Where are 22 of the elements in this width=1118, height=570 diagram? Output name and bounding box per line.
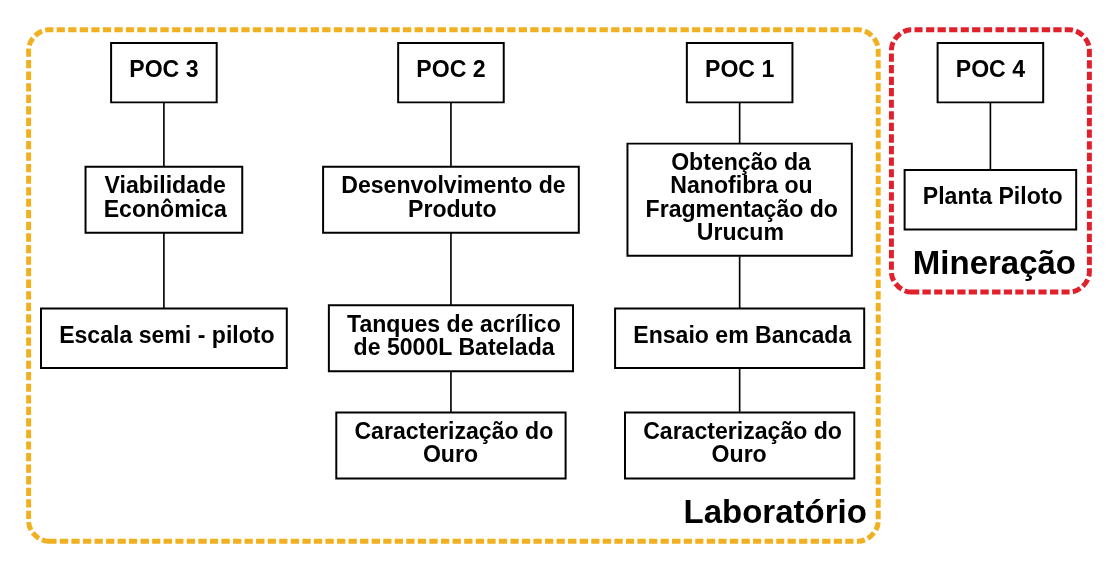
connector bbox=[738, 255, 741, 309]
node-box: Planta Piloto bbox=[903, 168, 1078, 230]
connector bbox=[989, 101, 992, 170]
node-box: Caracterização do Ouro bbox=[624, 411, 856, 479]
node-box: Ensaio em Bancada bbox=[614, 307, 866, 369]
node-box: POC 1 bbox=[685, 41, 794, 103]
node-box: Obtenção da Nanofibra ou Fragmentação do Urucum bbox=[626, 142, 853, 257]
node-box: POC 4 bbox=[936, 41, 1045, 103]
node-box: Desenvolvimento de Produto bbox=[322, 165, 580, 234]
connector bbox=[738, 101, 741, 144]
connector bbox=[163, 231, 165, 309]
node-box: POC 3 bbox=[110, 41, 218, 103]
node-box: Escala semi - piloto bbox=[40, 307, 288, 369]
connector bbox=[163, 101, 165, 167]
node-box: POC 2 bbox=[397, 41, 505, 103]
connector bbox=[450, 101, 452, 167]
connector bbox=[738, 367, 741, 413]
connector bbox=[450, 370, 452, 413]
connector bbox=[450, 231, 452, 306]
node-box: Tanques de acrílico de 5000L Batelada bbox=[327, 303, 574, 372]
node-box: Caracterização do Ouro bbox=[335, 411, 567, 479]
node-box: Viabilidade Econômica bbox=[84, 165, 244, 234]
